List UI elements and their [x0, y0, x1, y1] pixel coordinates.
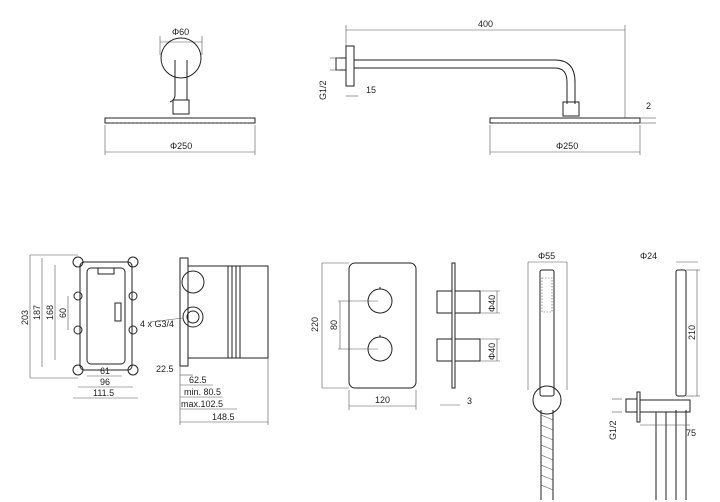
h187-label: 187 — [32, 305, 42, 320]
plate-width-label: 120 — [375, 395, 390, 405]
head-diameter-side-label: Φ250 — [556, 141, 578, 151]
inlets-label: 4 x G3/4 — [140, 319, 174, 329]
handshower-diameter-label: Φ55 — [538, 251, 555, 261]
handshower-length-label: 210 — [687, 325, 697, 340]
w111-label: 111.5 — [93, 388, 114, 398]
flange-label: 15 — [366, 85, 376, 95]
plate-front-view: 220 80 120 — [310, 262, 417, 410]
plate-thickness-label: 3 — [467, 396, 472, 406]
d62-label: 62.5 — [189, 375, 207, 385]
handshower-front-view: Φ55 — [527, 251, 568, 500]
box-side-view: 4 x G3/4 22.5 62.5 min. 80.5 max.102.5 1… — [140, 257, 269, 425]
handshower-thread-label: G1/2 — [608, 420, 618, 440]
knob-spacing-label: 80 — [329, 320, 339, 330]
knob2-diameter-label: Φ40 — [487, 343, 497, 360]
shower-head-front-view: Φ60 Φ250 — [104, 27, 256, 155]
thickness-label: 2 — [646, 101, 651, 111]
handshower-side-diameter-label: Φ24 — [640, 251, 657, 261]
w96-label: 96 — [100, 377, 110, 387]
d22-label: 22.5 — [156, 364, 174, 374]
holder-depth-label: 75 — [686, 428, 696, 438]
plate-side-view: Φ40 Φ40 3 — [436, 262, 500, 406]
h203-label: 203 — [20, 310, 30, 325]
box-front-view: 203 187 168 60 61 96 111.5 — [20, 254, 139, 399]
h168-label: 168 — [45, 305, 55, 320]
d148-label: 148.5 — [212, 412, 235, 422]
d102-label: max.102.5 — [181, 399, 223, 409]
w61-label: 61 — [100, 366, 110, 376]
arm-diameter-label: Φ60 — [172, 27, 189, 37]
head-diameter-label: Φ250 — [170, 141, 192, 151]
knob1-diameter-label: Φ40 — [487, 295, 497, 312]
h60-label: 60 — [58, 308, 68, 318]
shower-head-side-view: 400 G1/2 15 2 Φ250 — [318, 19, 656, 155]
thread-label: G1/2 — [318, 80, 328, 100]
arm-length-label: 400 — [478, 19, 493, 29]
plate-height-label: 220 — [310, 317, 320, 332]
d80-label: min. 80.5 — [184, 387, 221, 397]
handshower-side-view: Φ24 210 G1/2 75 — [608, 251, 700, 500]
